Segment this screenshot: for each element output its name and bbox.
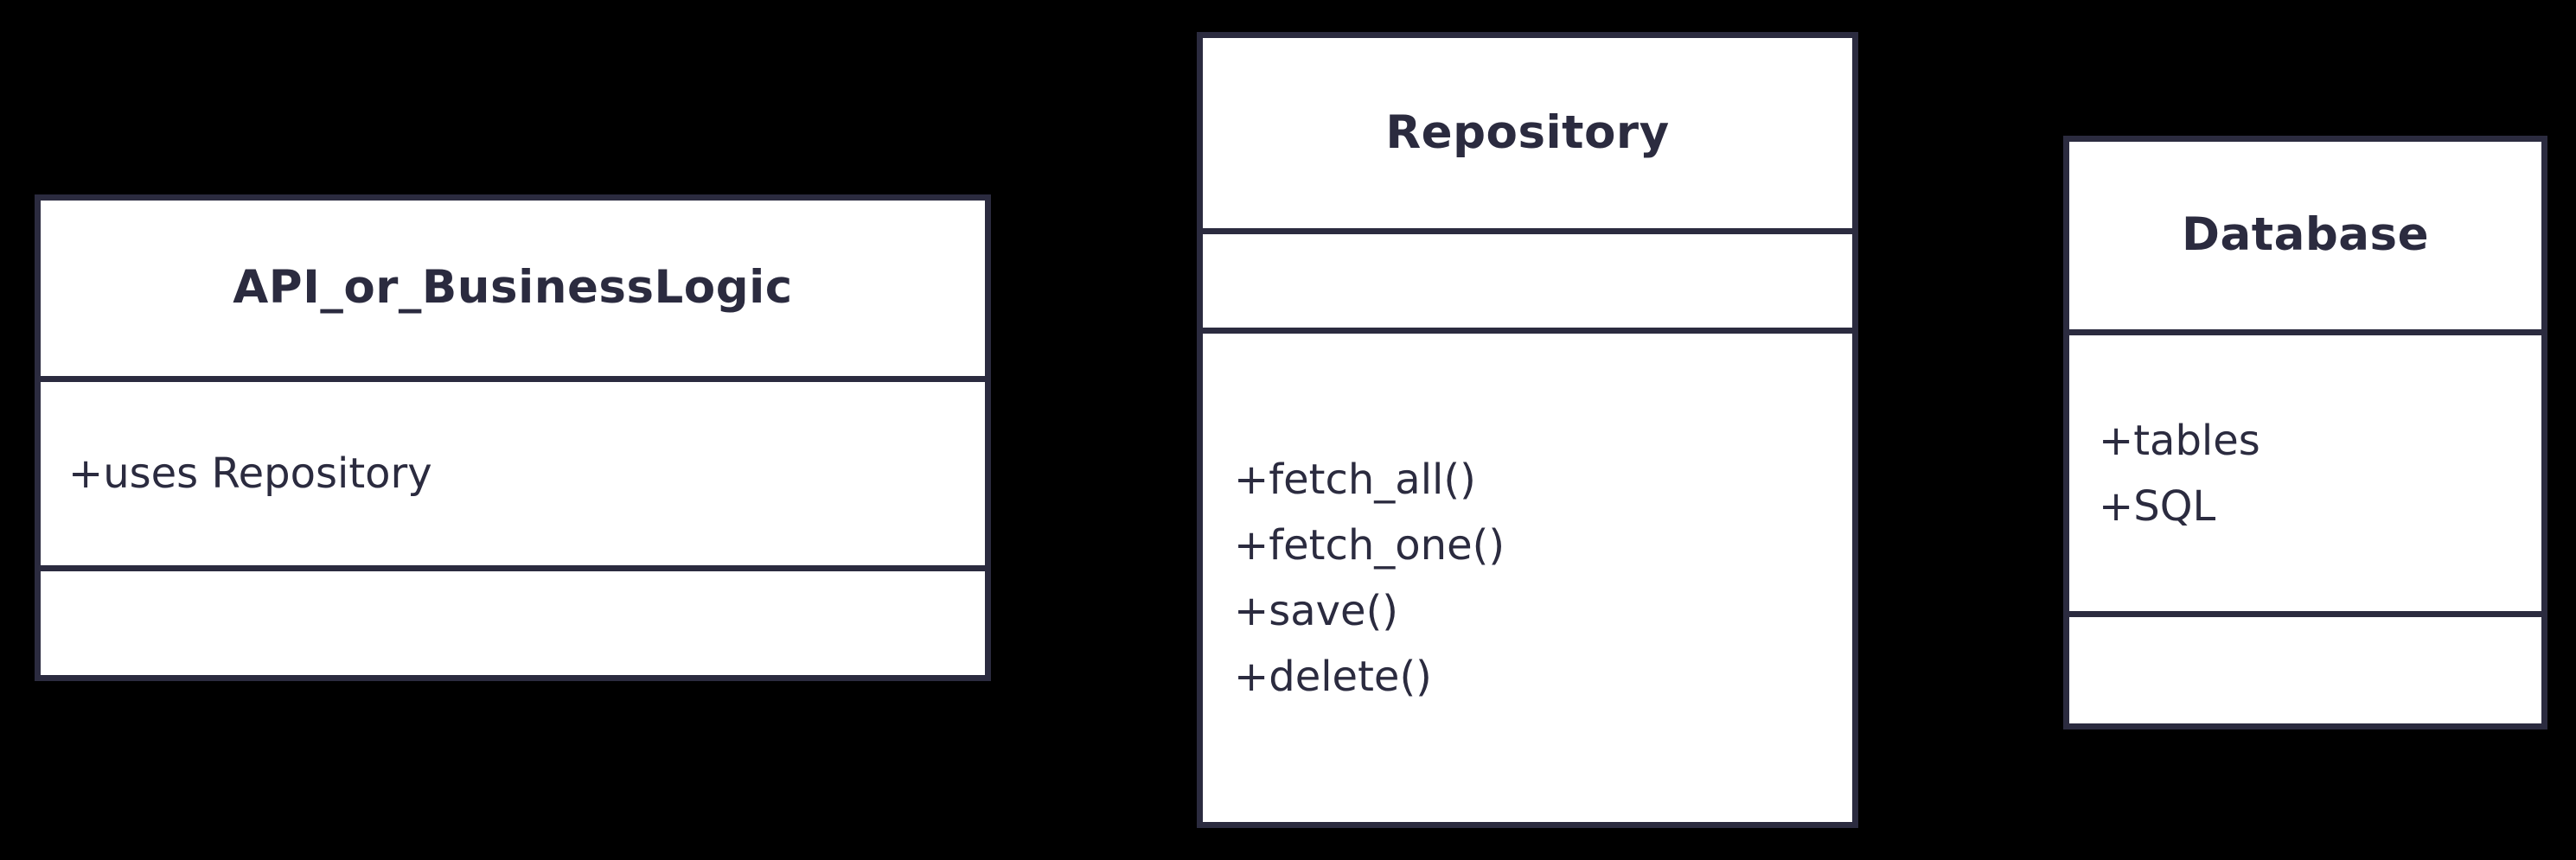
class-methods-compartment — [2069, 611, 2541, 723]
class-method-item: +fetch_all() — [1234, 455, 1476, 504]
class-attribute-item: +tables — [2099, 416, 2260, 465]
class-attributes-compartment — [1203, 228, 1852, 328]
class-method-item: +delete() — [1234, 652, 1432, 701]
class-name-label: API_or_BusinessLogic — [233, 261, 793, 315]
uml-class-api-or-businesslogic[interactable]: API_or_BusinessLogic +uses Repository — [35, 194, 991, 681]
uml-class-database[interactable]: Database +tables +SQL — [2063, 136, 2547, 729]
class-attributes-compartment: +tables +SQL — [2069, 328, 2541, 612]
class-method-item: +fetch_one() — [1234, 520, 1505, 570]
class-attributes-compartment: +uses Repository — [41, 376, 985, 565]
class-method-item: +save() — [1234, 586, 1399, 635]
class-name-label: Repository — [1385, 105, 1670, 159]
class-name-label: Database — [2181, 208, 2430, 262]
uml-class-repository[interactable]: Repository +fetch_all() +fetch_one() +sa… — [1197, 32, 1858, 828]
class-attribute-item: +uses Repository — [68, 449, 432, 498]
class-attribute-item: +SQL — [2099, 481, 2216, 531]
class-title-compartment: Database — [2069, 142, 2541, 329]
class-title-compartment: API_or_BusinessLogic — [41, 201, 985, 376]
class-title-compartment: Repository — [1203, 38, 1852, 228]
class-methods-compartment — [41, 565, 985, 675]
class-methods-compartment: +fetch_all() +fetch_one() +save() +delet… — [1203, 328, 1852, 822]
